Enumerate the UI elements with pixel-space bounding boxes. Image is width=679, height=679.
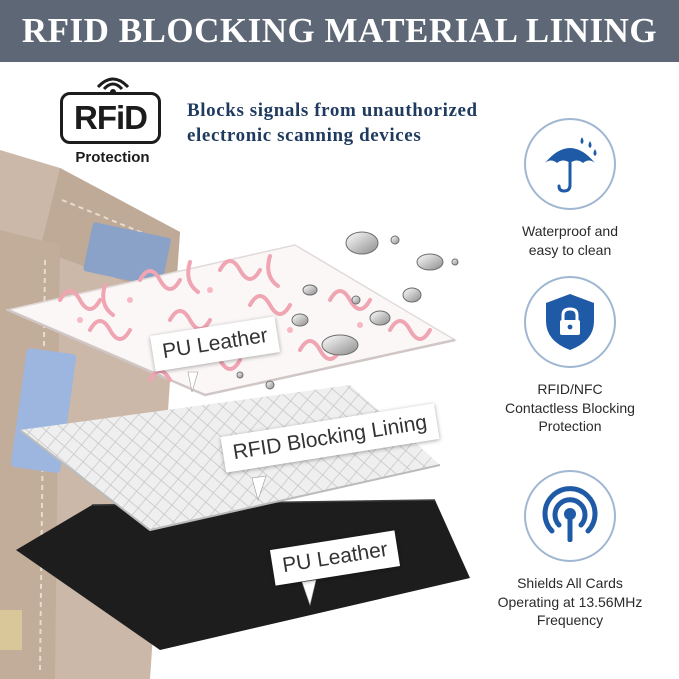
- header-banner: RFID BLOCKING MATERIAL LINING: [0, 0, 679, 62]
- signal-antenna-icon: [542, 486, 598, 542]
- rfid-protection-logo: RFiD Protection: [60, 73, 165, 173]
- rfid-caption: Protection: [75, 149, 150, 166]
- shields-cards-label-line-2: Operating at 13.56MHz: [497, 593, 643, 610]
- rfid-nfc-label-line-3: Protection: [538, 418, 602, 434]
- waterproof-icon-circle: [524, 118, 616, 210]
- shield-lock-icon: [546, 294, 594, 350]
- signal-icon-circle: [524, 470, 616, 562]
- waterproof-label-line-1: Waterproof and: [522, 223, 618, 239]
- feature-rfid-nfc: RFID/NFC Contactless Blocking Protection: [475, 276, 665, 436]
- rfid-badge: RFiD: [60, 92, 161, 144]
- water-droplets: [236, 231, 459, 390]
- rfid-nfc-label-line-1: RFID/NFC: [537, 381, 603, 397]
- umbrella-rain-icon: [545, 137, 597, 193]
- rfid-nfc-label-line-2: Contactless Blocking: [505, 399, 635, 416]
- tagline-line-2: electronic scanning devices: [187, 125, 422, 146]
- rfid-nfc-label: RFID/NFC Contactless Blocking Protection: [475, 380, 665, 436]
- tagline: Blocks signals from unauthorized electro…: [187, 98, 478, 148]
- waterproof-label-line-2: easy to clean: [528, 241, 612, 258]
- feature-shields-cards: Shields All Cards Operating at 13.56MHz …: [475, 470, 665, 630]
- feature-waterproof: Waterproof and easy to clean: [475, 118, 665, 259]
- shields-cards-label-line-1: Shields All Cards: [517, 575, 623, 591]
- shield-icon-circle: [524, 276, 616, 368]
- rfid-badge-text: RFiD: [74, 99, 148, 136]
- banner-title: RFID BLOCKING MATERIAL LINING: [21, 11, 658, 50]
- tagline-line-1: Blocks signals from unauthorized: [187, 100, 478, 121]
- shields-cards-label: Shields All Cards Operating at 13.56MHz …: [475, 574, 665, 630]
- shields-cards-label-line-3: Frequency: [536, 612, 604, 628]
- top-pu-leather-layer: [5, 244, 458, 397]
- waterproof-label: Waterproof and easy to clean: [475, 222, 665, 259]
